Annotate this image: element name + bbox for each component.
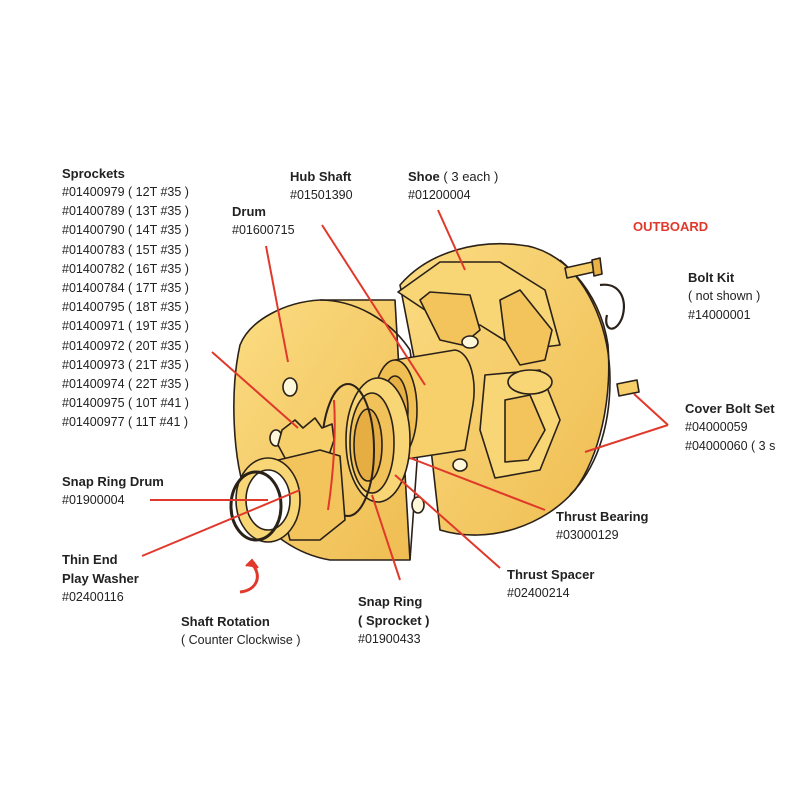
cover-bolt-set-part1: #04000059 xyxy=(685,420,748,434)
label-sprockets: Sprockets #01400979 ( 12T #35 ) #0140078… xyxy=(62,164,189,433)
shoes xyxy=(397,261,561,479)
leader-drum xyxy=(265,245,289,363)
sprocket-item-9: #01400973 ( 21T #35 ) xyxy=(62,357,189,372)
snap-ring-drum-part: #01900004 xyxy=(62,493,125,507)
thrust-bearing-title: Thrust Bearing xyxy=(556,509,649,524)
leader-cover-bolt-2 xyxy=(584,424,669,453)
washer-title-2: Play Washer xyxy=(62,571,139,586)
snap-ring-sprocket-title-1: Snap Ring xyxy=(358,594,423,609)
sprockets-title: Sprockets xyxy=(62,166,125,181)
drum-part: #01600715 xyxy=(232,223,295,237)
label-outboard: OUTBOARD xyxy=(633,219,709,234)
label-thrust-spacer: Thrust Spacer #02400214 xyxy=(507,565,594,603)
label-cover-bolt-set: Cover Bolt Set #04000059 #04000060 ( 3 s xyxy=(685,399,775,456)
thrust-rings xyxy=(321,377,411,517)
sprocket-item-5: #01400784 ( 17T #35 ) xyxy=(62,281,189,296)
leader-washer xyxy=(141,489,301,557)
snap-ring-sprocket-title-2: ( Sprocket ) xyxy=(358,613,430,628)
sprocket-item-11: #01400975 ( 10T #41 ) xyxy=(62,396,189,411)
shoe-title: Shoe xyxy=(408,169,440,184)
label-bolt-kit: Bolt Kit ( not shown ) #14000001 xyxy=(688,268,760,325)
label-shaft-rotation: Shaft Rotation ( Counter Clockwise ) xyxy=(181,612,300,650)
sprocket-item-8: #01400972 ( 20T #35 ) xyxy=(62,338,189,353)
sprocket-item-1: #01400789 ( 13T #35 ) xyxy=(62,204,189,219)
bolt-kit-parts xyxy=(564,257,640,397)
snap-ring-sprocket-part: #01900433 xyxy=(358,632,421,646)
bolt-kit-part: #14000001 xyxy=(688,308,751,322)
hub-shaft-part: #01501390 xyxy=(290,188,353,202)
washer-part: #02400116 xyxy=(62,590,124,604)
thrust-spacer-part: #02400214 xyxy=(507,586,570,600)
label-thin-end-play-washer: Thin End Play Washer #02400116 xyxy=(62,550,139,607)
drum-title: Drum xyxy=(232,204,266,219)
shaft-rotation-note: ( Counter Clockwise ) xyxy=(181,633,301,647)
leader-sprockets xyxy=(211,351,299,429)
sprocket-item-12: #01400977 ( 11T #41 ) xyxy=(62,415,189,430)
sprocket-item-4: #01400782 ( 16T #35 ) xyxy=(62,261,189,276)
thrust-spacer-title: Thrust Spacer xyxy=(507,567,595,582)
sprocket-item-2: #01400790 ( 14T #35 ) xyxy=(62,223,189,238)
label-thrust-bearing: Thrust Bearing #03000129 xyxy=(556,507,648,545)
hub-shaft-title: Hub Shaft xyxy=(290,169,352,184)
label-drum: Drum #01600715 xyxy=(232,202,295,240)
snap-ring-drum-title: Snap Ring Drum xyxy=(62,474,164,489)
leader-cover-bolt-1 xyxy=(633,393,669,426)
leader-thrust-bearing xyxy=(409,457,546,511)
label-snap-ring-drum: Snap Ring Drum #01900004 xyxy=(62,472,164,510)
leader-lines xyxy=(141,209,669,581)
bolt-kit-title: Bolt Kit xyxy=(688,270,735,285)
washer-title-1: Thin End xyxy=(62,552,118,567)
shoe-part: #01200004 xyxy=(408,188,471,202)
label-hub-shaft: Hub Shaft #01501390 xyxy=(290,167,353,205)
rotation-arrow-icon xyxy=(239,558,259,594)
label-shoe: Shoe ( 3 each ) #01200004 xyxy=(408,167,498,205)
sprocket-item-3: #01400783 ( 15T #35 ) xyxy=(62,242,189,257)
leader-snap-ring-sprocket xyxy=(371,494,401,581)
thrust-bearing-part: #03000129 xyxy=(556,528,619,542)
sprocket-item-7: #01400971 ( 19T #35 ) xyxy=(62,319,189,334)
cover-bolt-set-title: Cover Bolt Set xyxy=(685,401,775,416)
shoe-qty: ( 3 each ) xyxy=(443,169,499,184)
label-snap-ring-sprocket: Snap Ring ( Sprocket ) #01900433 xyxy=(358,592,430,649)
leader-hub-shaft xyxy=(321,224,426,386)
cover-bolt-set-part2: #04000060 ( 3 s xyxy=(685,439,776,453)
leader-thrust-spacer xyxy=(394,474,501,569)
leader-shoe xyxy=(437,209,466,271)
sprocket-item-0: #01400979 ( 12T #35 ) xyxy=(62,185,189,199)
leader-hub-inner xyxy=(327,399,336,511)
sprocket-item-6: #01400795 ( 18T #35 ) xyxy=(62,300,189,315)
bolt-kit-note: ( not shown ) xyxy=(688,289,761,303)
shaft-rotation-title: Shaft Rotation xyxy=(181,614,270,629)
sprocket-item-10: #01400974 ( 22T #35 ) xyxy=(62,377,189,392)
